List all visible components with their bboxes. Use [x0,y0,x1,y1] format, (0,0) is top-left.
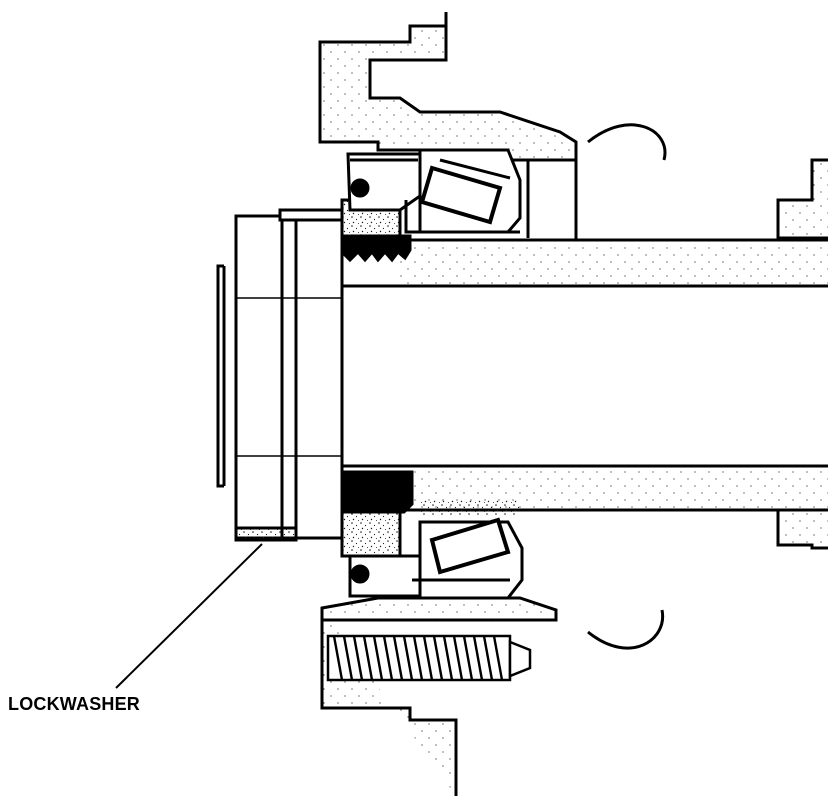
right-upper-housing [526,158,828,240]
lower-housing [320,596,558,796]
grease-seal-curves [587,123,667,650]
upper-housing [318,12,578,162]
right-lower-housing [776,508,828,550]
lockwasher-label: LOCKWASHER [8,694,140,714]
shaft [340,238,828,512]
spindle-nut [234,208,344,542]
dust-cap-lip [216,264,226,488]
wheel-stud [326,634,532,682]
lower-bearing [340,470,524,600]
lockwasher-leader-line [115,543,263,689]
